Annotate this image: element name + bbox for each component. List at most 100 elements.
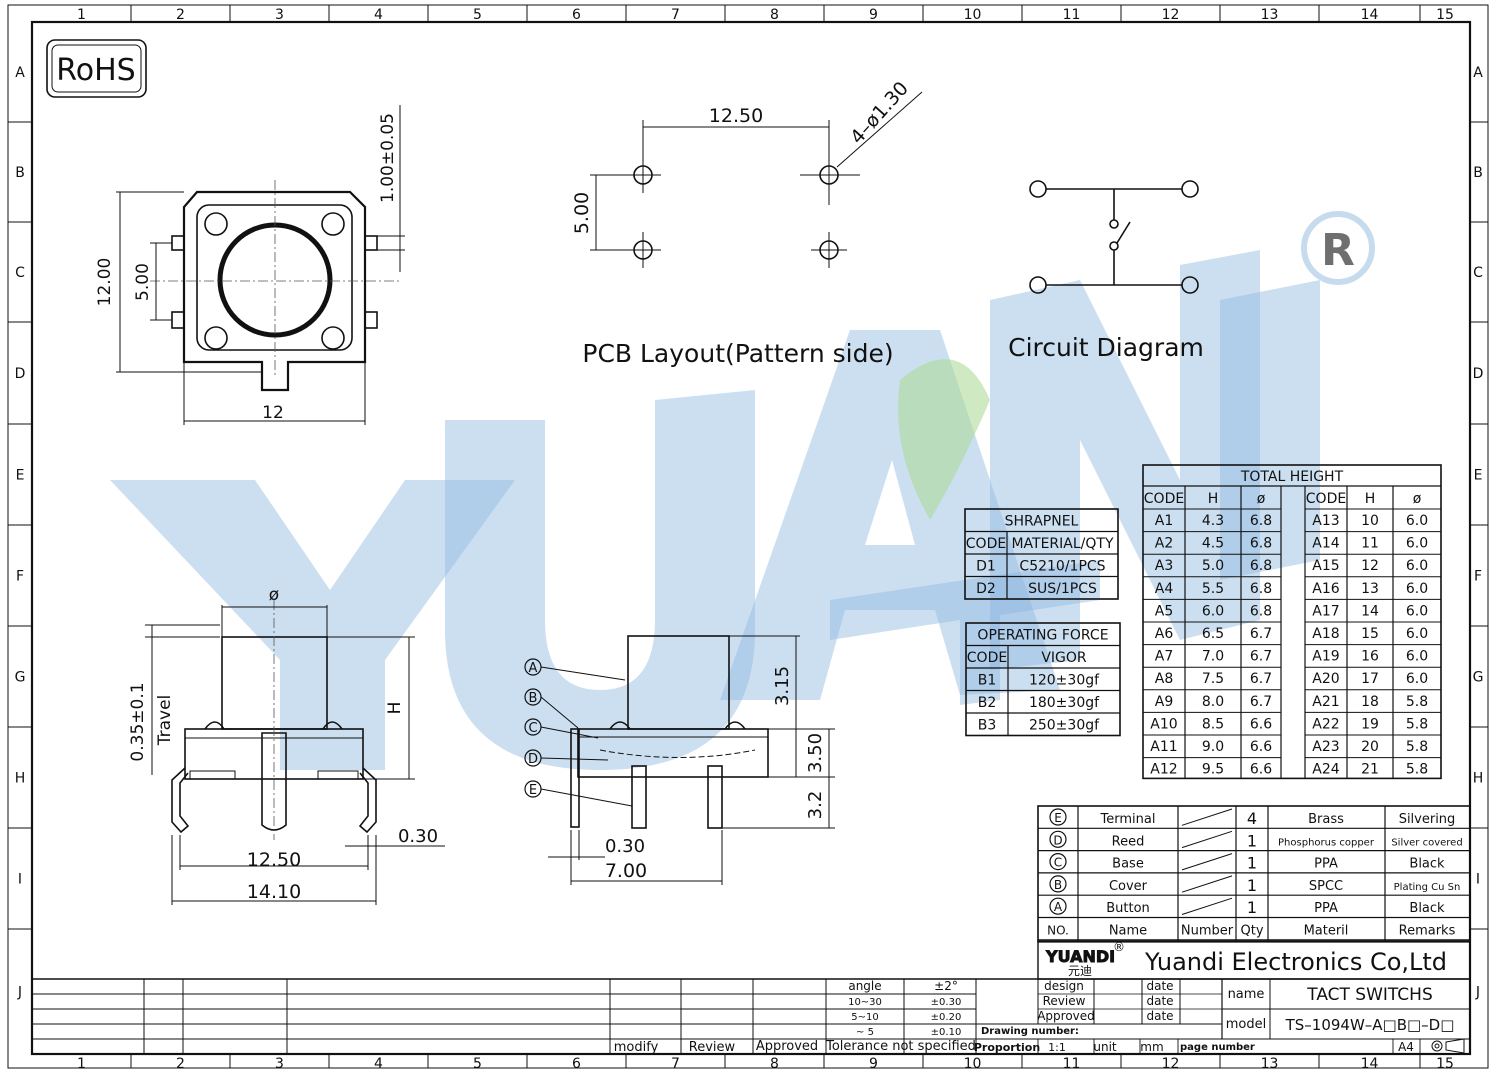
bom-qty: 1 (1247, 854, 1257, 873)
frame-col-label-top: 14 (1361, 7, 1379, 23)
table-cell: 6.0 (1202, 603, 1224, 619)
table-cell: 5.8 (1406, 739, 1428, 755)
table-cell: 6.0 (1406, 536, 1428, 552)
bom-material: PPA (1314, 857, 1338, 872)
table-cell: 4.3 (1202, 513, 1224, 529)
table-cell: 6.6 (1250, 716, 1272, 732)
table-cell: 180±30gf (1029, 695, 1100, 711)
table-cell: A5 (1155, 603, 1173, 619)
company-logo-text: YUANDI (1045, 947, 1115, 966)
page-number-label: page number (1180, 1042, 1255, 1053)
tolerance-range: 10~30 (848, 997, 882, 1008)
frame-col-label-top: 5 (473, 7, 482, 23)
table-cell: 17 (1361, 671, 1379, 687)
table-cell: 6.5 (1202, 626, 1224, 642)
table-cell: A1 (1155, 513, 1173, 529)
frame-row-label-left: I (18, 872, 22, 888)
part-name: TACT SWITCHS (1306, 985, 1433, 1005)
frame-col-label-bottom: 10 (964, 1056, 982, 1072)
proportion-label: Proportion (974, 1041, 1040, 1054)
frame-col-label-top: 4 (374, 7, 383, 23)
table-cell: MATERIAL/QTY (1011, 536, 1113, 552)
frame-row-label-right: C (1473, 265, 1483, 281)
dim-top-width: 12 (262, 403, 284, 423)
dim-front-width: 14.10 (247, 881, 301, 903)
table-cell: A16 (1312, 581, 1339, 597)
bom-material: SPCC (1309, 879, 1343, 894)
frame-col-label-bottom: 3 (275, 1056, 284, 1072)
table-cell: A13 (1312, 513, 1339, 529)
date-label: date (1146, 979, 1173, 993)
watermark-logo: R (110, 211, 1375, 770)
frame-row-label-right: E (1474, 468, 1483, 484)
table-cell: 11 (1361, 536, 1379, 552)
table-cell: 10 (1361, 513, 1379, 529)
table-cell: SUS/1PCS (1028, 581, 1097, 597)
dim-top-height: 12.00 (95, 258, 115, 307)
bom-material: PPA (1314, 901, 1338, 916)
dim-front-pin: 0.30 (398, 826, 438, 847)
table-cell: 20 (1361, 739, 1379, 755)
frame-col-label-top: 11 (1063, 7, 1081, 23)
frame-row-label-left: G (15, 670, 26, 686)
bom-material: Brass (1308, 812, 1344, 827)
bom-name: Cover (1109, 879, 1148, 894)
table-cell: 5.8 (1406, 716, 1428, 732)
unit-value: mm (1140, 1040, 1163, 1054)
sheet-size: A4 (1398, 1040, 1414, 1054)
frame-col-label-top: 1 (77, 7, 86, 23)
bom-remarks: Plating Cu Sn (1394, 882, 1461, 893)
table-cell: 5.8 (1406, 762, 1428, 778)
bom-no: A (1054, 900, 1063, 914)
bom-no: D (1053, 833, 1062, 847)
frame-row-label-right: B (1473, 165, 1483, 181)
frame-row-label-left: C (15, 265, 25, 281)
table-cell: 9.0 (1202, 739, 1224, 755)
table-cell: 7.5 (1202, 671, 1224, 687)
projection-symbol-circle (1434, 1043, 1440, 1049)
frame-col-label-top: 15 (1436, 7, 1454, 23)
table-cell: 12 (1361, 558, 1379, 574)
spec-tables: SHRAPNELCODED1D2MATERIAL/QTYC5210/1PCSSU… (964, 464, 1442, 780)
bom-no: B (1054, 878, 1062, 892)
review-label: Review (1043, 994, 1086, 1008)
projection-symbol-cone (1445, 1038, 1465, 1054)
table-cell: 6.7 (1250, 626, 1272, 642)
table-cell: 6.7 (1250, 694, 1272, 710)
table-cell: D2 (976, 581, 996, 597)
operating-force-table: OPERATING FORCECODEB1B2B3VIGOR120±30gf18… (965, 622, 1121, 737)
bom-name: Reed (1112, 834, 1145, 849)
table-cell: A14 (1312, 536, 1339, 552)
rohs-label: RoHS (56, 53, 135, 88)
table-cell: A3 (1155, 558, 1173, 574)
callout-letter: E (529, 783, 537, 798)
frame-col-label-top: 12 (1162, 7, 1180, 23)
revision-header-review: Review (689, 1040, 736, 1055)
bom-no: E (1054, 811, 1062, 825)
frame-col-label-bottom: 1 (77, 1056, 86, 1072)
table-cell: 5.8 (1406, 694, 1428, 710)
table-cell: A24 (1312, 762, 1339, 778)
bom-name: Terminal (1100, 812, 1156, 827)
tolerance-range: angle (848, 979, 881, 993)
dim-front-travel: 0.35±0.1 (128, 682, 148, 761)
table-cell: 14 (1361, 603, 1379, 619)
table-cell: A18 (1312, 626, 1339, 642)
travel-label: Travel (155, 695, 175, 747)
table-cell: A19 (1312, 649, 1339, 665)
projection-symbol-circle (1431, 1040, 1443, 1052)
rule-line (540, 757, 609, 761)
table-header: ø (1257, 491, 1266, 507)
dim-pcb-hole: 4–ø1.30 (846, 78, 913, 149)
dim-top-pin: 1.00±0.05 (378, 113, 398, 203)
frame-row-label-left: H (15, 771, 26, 787)
table-cell: VIGOR (1041, 650, 1087, 666)
bom-remarks: Black (1409, 901, 1445, 916)
dim-side-stem: 3.15 (772, 666, 793, 706)
bom-header: Name (1109, 924, 1147, 939)
date-label: date (1146, 994, 1173, 1008)
